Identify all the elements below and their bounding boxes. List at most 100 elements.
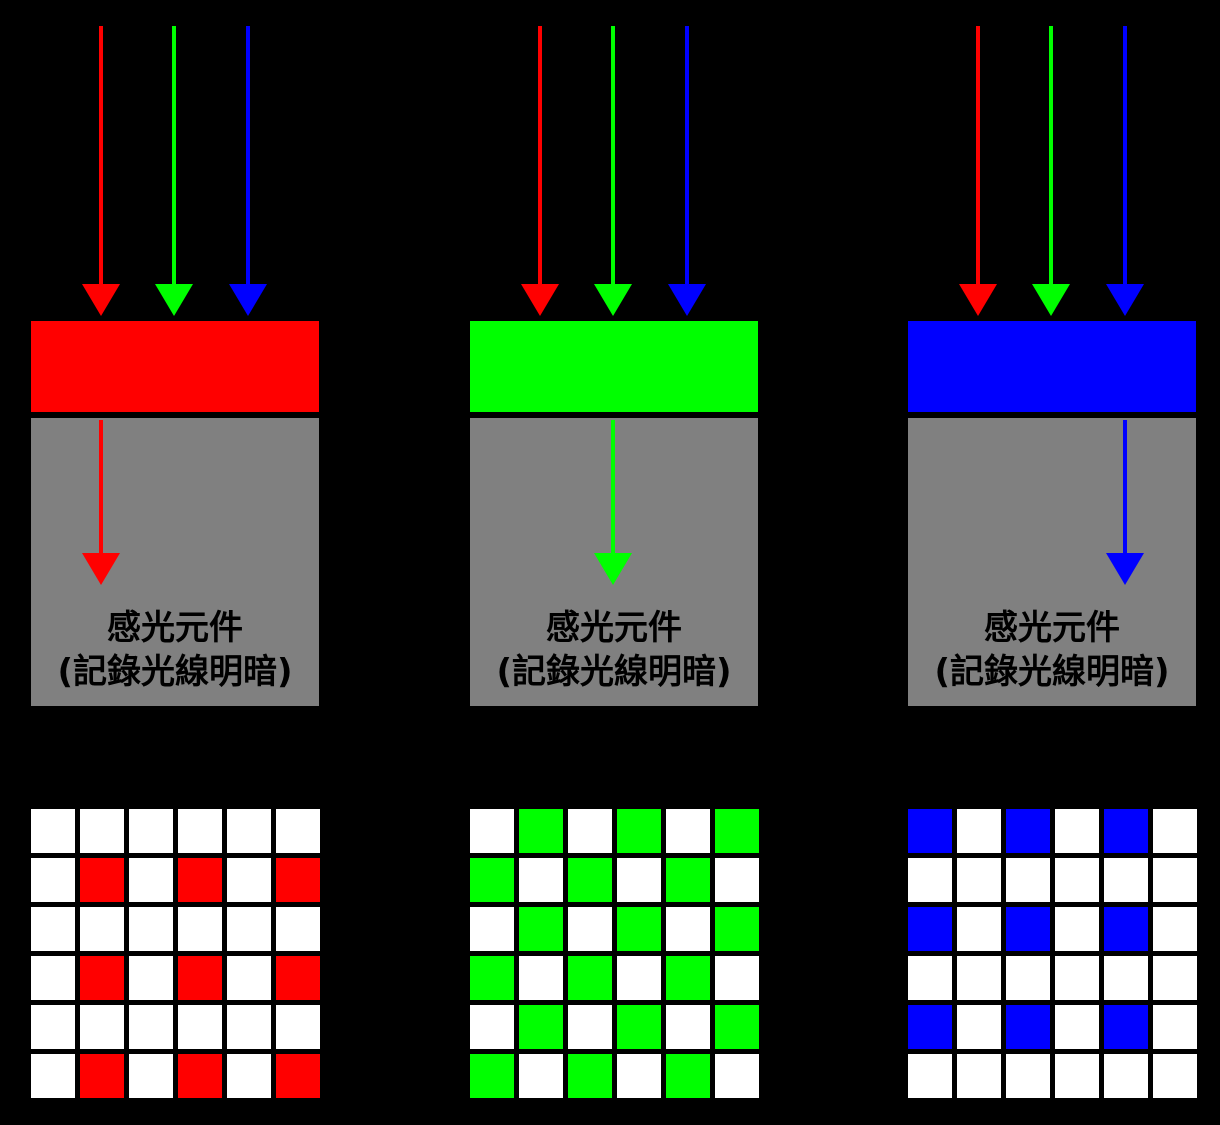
pixel-cell-blank [129, 1054, 173, 1098]
pixel-cell-green [470, 1054, 514, 1098]
pixel-cell-blank [715, 956, 759, 1000]
incoming-green-arrow [594, 26, 632, 316]
pixel-cell-blank [519, 858, 563, 902]
sensor-label-line2: (記錄光線明暗) [496, 652, 731, 692]
pixel-cell-green [715, 1005, 759, 1049]
pixel-cell-blank [227, 956, 271, 1000]
incoming-red-arrow [959, 26, 997, 316]
pixel-cell-blank [666, 809, 710, 853]
pixel-cell-blank [957, 858, 1001, 902]
pixel-grid-green [470, 809, 759, 1098]
pixel-cell-red [276, 956, 320, 1000]
pixel-cell-blank [666, 907, 710, 951]
pixel-cell-blue [1006, 907, 1050, 951]
pixel-cell-green [617, 809, 661, 853]
pixel-cell-blank [178, 809, 222, 853]
pixel-cell-blank [957, 1005, 1001, 1049]
pixel-cell-blank [129, 956, 173, 1000]
pixel-cell-blank [519, 1054, 563, 1098]
sensor-block [908, 418, 1196, 706]
pixel-cell-blank [715, 1054, 759, 1098]
incoming-green-arrow [1032, 26, 1070, 316]
pixel-cell-blank [31, 956, 75, 1000]
pixel-cell-green [666, 858, 710, 902]
pixel-cell-blank [957, 1054, 1001, 1098]
sensor-label-line1: 感光元件 [546, 608, 682, 648]
pixel-cell-blank [957, 956, 1001, 1000]
pixel-cell-green [470, 956, 514, 1000]
pixel-cell-blank [1055, 1054, 1099, 1098]
incoming-blue-arrow [1106, 26, 1144, 316]
pixel-cell-blank [568, 1005, 612, 1049]
pixel-cell-blank [227, 907, 271, 951]
pixel-cell-blank [617, 956, 661, 1000]
sensor-label-line2: (記錄光線明暗) [934, 652, 1169, 692]
pixel-cell-blank [129, 1005, 173, 1049]
incoming-blue-arrow [229, 26, 267, 316]
pixel-cell-blank [617, 1054, 661, 1098]
pixel-cell-blank [1153, 809, 1197, 853]
panel-green: 感光元件(記錄光線明暗) [470, 26, 759, 1098]
pixel-cell-blank [519, 956, 563, 1000]
passed-green-arrow [594, 420, 632, 585]
pixel-cell-green [666, 956, 710, 1000]
pixel-grid-blue [908, 809, 1197, 1098]
pixel-cell-blank [1153, 1005, 1197, 1049]
pixel-cell-blank [908, 858, 952, 902]
pixel-cell-blank [276, 809, 320, 853]
sensor-label-line1: 感光元件 [984, 608, 1120, 648]
pixel-cell-blank [908, 956, 952, 1000]
pixel-cell-blank [470, 907, 514, 951]
panel-blue: 感光元件(記錄光線明暗) [908, 26, 1197, 1098]
pixel-cell-blank [276, 1005, 320, 1049]
pixel-cell-green [568, 858, 612, 902]
pixel-cell-green [568, 1054, 612, 1098]
color-filter-blue [908, 321, 1196, 412]
pixel-cell-blank [1055, 858, 1099, 902]
pixel-cell-blank [1006, 1054, 1050, 1098]
pixel-cell-blue [908, 809, 952, 853]
pixel-cell-blank [227, 1054, 271, 1098]
pixel-cell-green [715, 809, 759, 853]
pixel-cell-red [80, 1054, 124, 1098]
pixel-cell-blank [957, 907, 1001, 951]
pixel-cell-blank [666, 1005, 710, 1049]
pixel-cell-blue [1006, 1005, 1050, 1049]
pixel-cell-blank [715, 858, 759, 902]
pixel-cell-red [178, 956, 222, 1000]
pixel-cell-blank [957, 809, 1001, 853]
passed-blue-arrow [1106, 420, 1144, 585]
pixel-cell-blank [1055, 956, 1099, 1000]
pixel-cell-blank [1104, 956, 1148, 1000]
pixel-cell-blank [617, 858, 661, 902]
pixel-cell-blank [227, 858, 271, 902]
pixel-cell-blank [129, 907, 173, 951]
pixel-cell-green [519, 809, 563, 853]
pixel-cell-blue [1104, 1005, 1148, 1049]
pixel-cell-blue [908, 907, 952, 951]
pixel-cell-red [276, 1054, 320, 1098]
pixel-cell-blank [31, 1054, 75, 1098]
pixel-cell-blank [129, 858, 173, 902]
pixel-cell-blank [568, 809, 612, 853]
pixel-cell-green [715, 907, 759, 951]
color-filter-red [31, 321, 319, 412]
pixel-cell-red [80, 956, 124, 1000]
pixel-cell-blank [908, 1054, 952, 1098]
pixel-cell-blue [908, 1005, 952, 1049]
pixel-cell-blank [1006, 858, 1050, 902]
pixel-cell-blue [1104, 809, 1148, 853]
sensor-label-line1: 感光元件 [107, 608, 243, 648]
pixel-cell-blank [1055, 1005, 1099, 1049]
incoming-red-arrow [82, 26, 120, 316]
pixel-cell-blank [80, 809, 124, 853]
incoming-red-arrow [521, 26, 559, 316]
pixel-cell-green [617, 1005, 661, 1049]
pixel-cell-blank [1153, 907, 1197, 951]
pixel-cell-blank [227, 809, 271, 853]
incoming-blue-arrow [668, 26, 706, 316]
pixel-cell-blank [1006, 956, 1050, 1000]
pixel-cell-green [666, 1054, 710, 1098]
pixel-cell-blank [1104, 1054, 1148, 1098]
